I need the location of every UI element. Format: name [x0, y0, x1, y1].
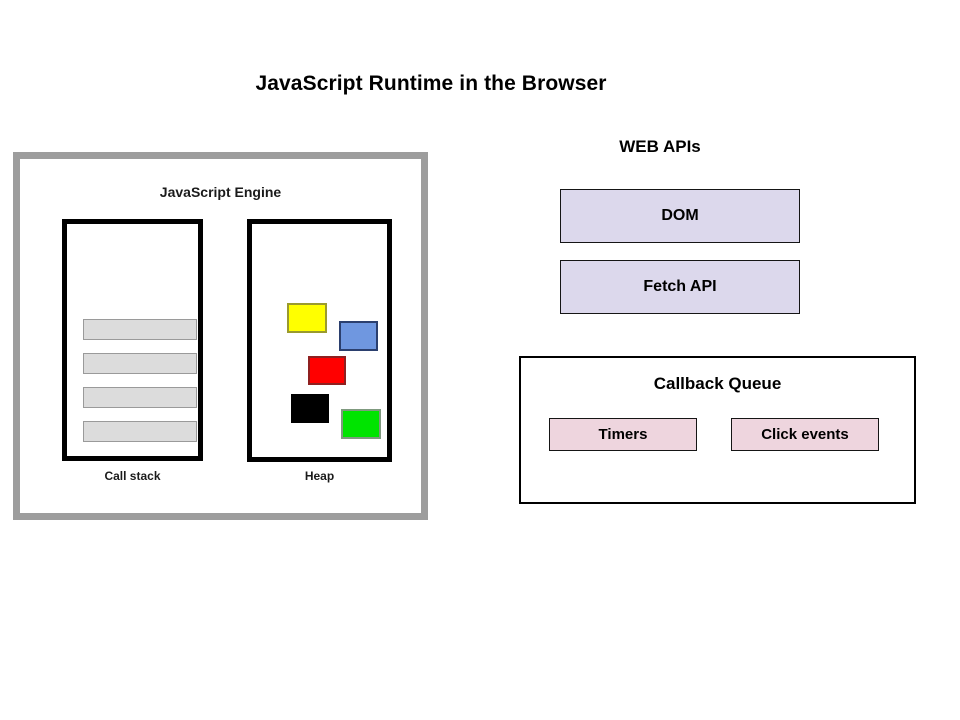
- call-stack-frame: [83, 387, 197, 408]
- callback-queue-panel: Callback Queue Timers Click events: [519, 356, 916, 504]
- callback-queue-item-click-events: Click events: [731, 418, 879, 451]
- web-api-item-fetch-api: Fetch API: [560, 260, 800, 314]
- heap-object-black: [291, 394, 329, 423]
- javascript-engine-panel: JavaScript Engine Call stack Heap: [13, 152, 428, 520]
- heap-box: [247, 219, 392, 462]
- call-stack-frame: [83, 319, 197, 340]
- call-stack-box: [62, 219, 203, 461]
- heap-object-blue: [339, 321, 378, 351]
- callback-queue-item-timers: Timers: [549, 418, 697, 451]
- callback-queue-title: Callback Queue: [653, 374, 782, 393]
- heap-label: Heap: [304, 469, 335, 483]
- heap-object-yellow: [287, 303, 327, 333]
- page-title: JavaScript Runtime in the Browser: [255, 72, 607, 95]
- javascript-engine-title: JavaScript Engine: [159, 184, 282, 200]
- call-stack-label: Call stack: [104, 469, 161, 483]
- web-api-item-dom: DOM: [560, 189, 800, 243]
- call-stack-frame: [83, 353, 197, 374]
- heap-object-red: [308, 356, 346, 385]
- heap-object-green: [341, 409, 381, 439]
- web-apis-title: WEB APIs: [619, 137, 701, 156]
- call-stack-frame: [83, 421, 197, 442]
